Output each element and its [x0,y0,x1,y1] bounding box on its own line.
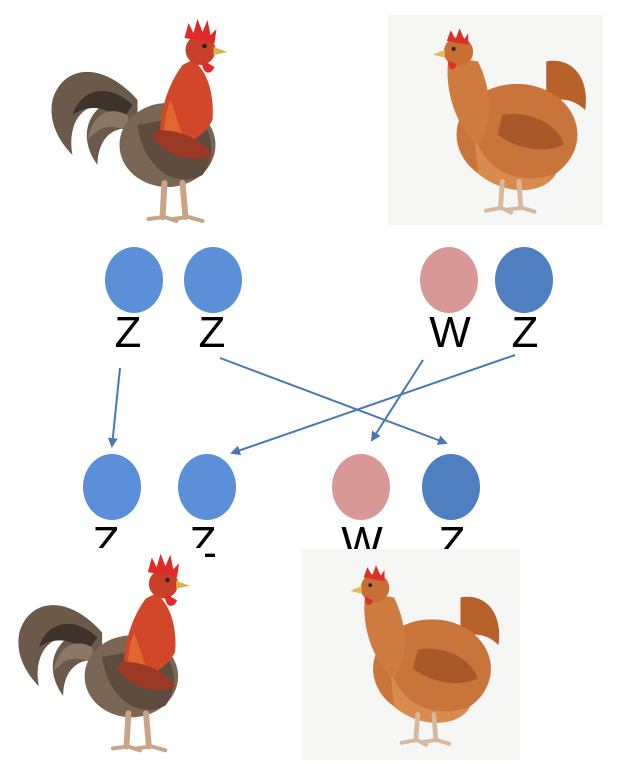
offspring-rooster-image [10,548,205,764]
offspring-hen-w-circle [332,454,390,520]
arrow-hen-z-to-offspring [230,354,516,456]
parent-hen-w-label: W [429,308,471,357]
offspring-hen-z-circle [422,454,480,520]
parent-hen-image [388,15,603,225]
parent-rooster-z2-circle [184,247,242,313]
parent-hen-z-circle [495,247,553,313]
parent-hen-z-label: Z [512,308,539,357]
parent-rooster-image [52,19,228,221]
parent-rooster-z2-label: Z [199,308,226,357]
offspring-rooster-z1-circle [83,454,141,520]
arrow-hen-w-to-offspring [370,359,424,442]
arrow-rooster-z2-to-offspring [219,357,448,445]
offspring-rooster-z2-circle [178,454,236,520]
arrow-rooster-z1-to-offspring [107,367,121,448]
parent-hen-w-circle [420,247,478,313]
offspring-hen-image [302,549,520,760]
parent-rooster-z1-circle [105,247,163,313]
parent-rooster-z1-label: Z [115,308,142,357]
